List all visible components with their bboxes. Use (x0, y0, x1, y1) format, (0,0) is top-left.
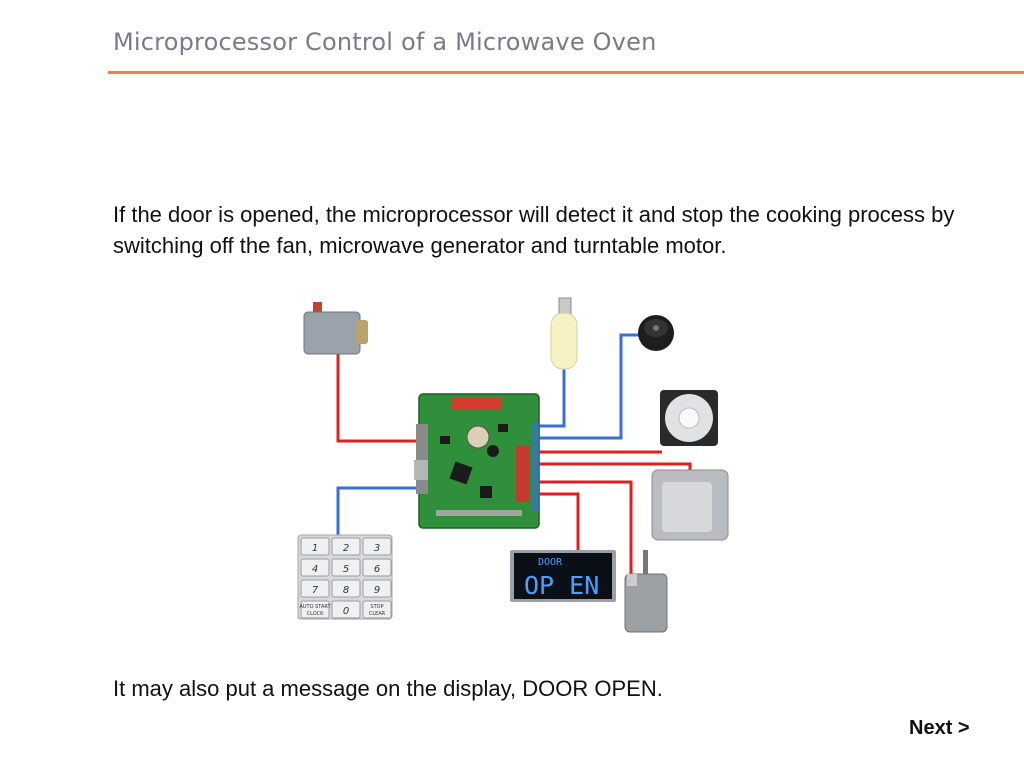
keypad-key (300, 558, 330, 577)
door-switch-icon (303, 302, 368, 355)
door-switch-wire (336, 352, 424, 443)
keypad-key-label: 8 (343, 585, 349, 596)
keypad-key-label: AUTO START (299, 604, 331, 610)
display-icon: DOOR OP EN (510, 550, 616, 602)
keypad-key (331, 600, 361, 619)
keypad-key-label: 1 (312, 543, 318, 554)
intro-text: If the door is opened, the microprocesso… (113, 202, 955, 258)
lamp-wire (538, 364, 566, 428)
display-top-text: DOOR (538, 557, 563, 568)
keypad-key-label: 3 (374, 543, 380, 554)
keypad-key-label: 7 (312, 585, 319, 596)
keypad-key-label: STOP (370, 604, 383, 610)
keypad-key-label: 0 (343, 606, 349, 617)
keypad-key (362, 537, 392, 556)
keypad-key (300, 537, 330, 556)
fan-icon (660, 390, 718, 446)
microwave-generator-icon (651, 469, 729, 541)
keypad-key-label: 6 (374, 564, 380, 575)
next-button[interactable]: Next > (909, 717, 970, 739)
keypad-key (331, 537, 361, 556)
circuit-board-icon (414, 393, 540, 529)
title-rule (108, 71, 1024, 74)
keypad-key (300, 600, 330, 619)
keypad-key (331, 558, 361, 577)
keypad-wire (336, 486, 424, 536)
keypad-key (362, 600, 392, 619)
keypad-key-label: CLOCK (307, 611, 325, 617)
buzzer-wire (538, 333, 648, 440)
lamp-icon (550, 297, 578, 370)
buzzer-icon (638, 315, 674, 351)
wires (336, 333, 692, 576)
keypad-key-label: 4 (312, 564, 318, 575)
keypad-key (300, 579, 330, 598)
keypad-key-label: 5 (343, 564, 349, 575)
slide-title: Microprocessor Control of a Microwave Ov… (113, 28, 657, 56)
keypad-key-label: CLEAR (369, 611, 386, 617)
keypad-key-label: 9 (374, 585, 380, 596)
keypad-key (362, 579, 392, 598)
keypad-key (331, 579, 361, 598)
turntable-motor-icon (624, 550, 668, 633)
keypad-key-label: 2 (343, 543, 349, 554)
motor-wire (538, 480, 633, 576)
outro-text: It may also put a message on the display… (113, 676, 663, 701)
display-wire (538, 492, 580, 551)
keypad-key (362, 558, 392, 577)
display-main-text: OP EN (524, 571, 599, 600)
